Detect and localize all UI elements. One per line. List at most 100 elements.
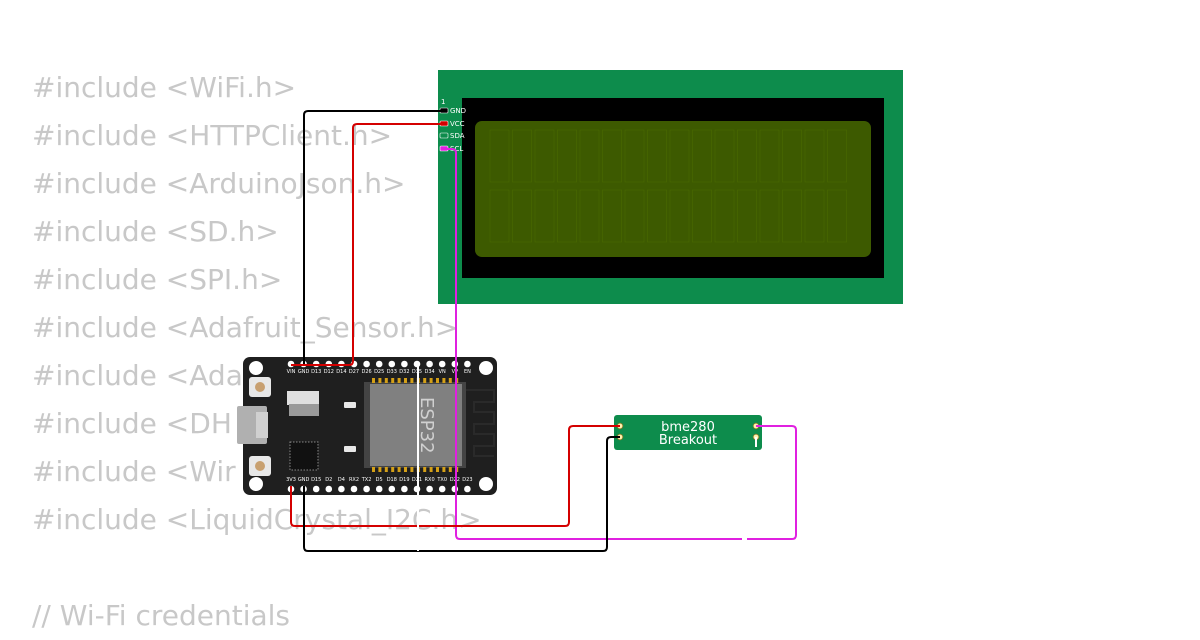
esp32-pin-d34[interactable] [426,360,433,368]
esp32-pin-d23[interactable] [464,485,471,493]
wires[interactable] [290,110,797,552]
castellation-pad [391,378,395,383]
lcd-char-cell [602,189,622,243]
wire-vcc-bme280[interactable] [290,425,620,527]
lcd-char-cell [692,189,712,243]
esp32-pin-d22[interactable] [451,485,459,493]
lcd-char-cell [804,189,825,243]
lcd-char-cell [579,189,600,243]
castellation-pad [404,467,407,472]
esp32-pin-d19[interactable] [401,485,408,493]
esp32-pin-label: EN [464,369,471,375]
module-castellations [372,378,459,472]
castellation-pad [378,378,382,383]
lcd-char-cell [669,189,690,243]
wire-scl-lcd[interactable] [444,148,797,540]
bme280-breakout[interactable]: bme280 Breakout [614,415,762,450]
lcd-char-cell [647,189,667,243]
wire-gnd-bme280[interactable] [303,436,620,552]
esp32-pin-label: D22 [450,477,460,483]
lcd-pin-1-label: 1 [441,98,445,106]
esp32-pin-label: RX2 [349,477,359,483]
lcd-char-cell [782,189,802,243]
code-line: #include <WiFi.h> [32,71,297,104]
esp32-pin-label: VN [439,369,446,375]
lcd-char-cell [827,189,847,243]
bme280-pcb [614,415,762,450]
lcd-char-cell [737,189,757,243]
wire-vcc-lcd[interactable] [291,123,444,366]
lcd-pin-label-gnd: GND [450,107,466,115]
lcd-module[interactable]: 1 GND VCC SDA SCL [438,70,903,304]
lcd-char-cell [827,129,847,183]
lcd-char-cell [669,129,690,183]
lcd-char-cell [534,189,555,243]
castellation-pad [384,467,388,472]
lcd-character-grid [489,129,847,243]
code-line: #include <Adafruit_Sensor.h> [32,311,459,344]
lcd-char-cell [557,189,577,243]
code-line: #include <ArduinoJson.h> [32,167,406,200]
code-line: #include <Wir [32,455,236,488]
castellation-pad [391,467,395,472]
esp32-pin-label: D13 [311,369,321,375]
smd-component [344,402,356,408]
castellation-pad [442,467,446,472]
esp32-pin-label: D5 [376,477,383,483]
castellation-pad [436,378,439,383]
esp32-pin-vn[interactable] [438,360,446,368]
lcd-char-cell [489,189,510,243]
lcd-pin-sda[interactable] [439,132,449,139]
castellation-pad [423,378,427,383]
esp32-pin-label: D23 [462,477,472,483]
code-line: #include <LiquidCrystal_I2C.h> [32,503,482,536]
esp32-pin-label: RX0 [425,477,435,483]
esp32-pin-tx0[interactable] [438,485,446,493]
esp32-pin-d2[interactable] [325,485,333,493]
esp32-pin-d25[interactable] [375,360,383,368]
esp32-pin-label: D19 [399,477,409,483]
esp32-pin-en[interactable] [464,360,471,368]
esp32-pin-rx2[interactable] [350,485,358,493]
usb-uart-chip [289,441,319,471]
esp32-mount-hole [249,477,263,491]
esp32-pin-rx0[interactable] [426,485,433,493]
lcd-char-cell [512,129,532,183]
esp32-pin-label: D18 [387,477,397,483]
esp32-pin-d15[interactable] [312,485,320,493]
castellation-pad [372,467,375,472]
lcd-pin-label-sda: SDA [450,132,465,140]
esp32-pin-label: 3V3 [286,477,296,483]
castellation-pad [423,467,427,472]
esp32-pin-d26[interactable] [363,360,370,368]
esp32-pin-label: VIN [287,369,296,375]
bme280-label-line2: Breakout [659,433,717,448]
boot-button[interactable] [249,377,271,397]
wire-gnd-lcd[interactable] [303,110,444,365]
esp32-pin-label: VP [452,369,458,375]
lcd-char-cell [489,129,510,183]
esp32-pin-d5[interactable] [375,485,383,493]
lcd-pin-label-scl: SCL [450,145,463,153]
lcd-pin-label-vcc: VCC [450,120,465,128]
lcd-char-cell [534,129,555,183]
esp32-pin-d4[interactable] [338,485,345,493]
lcd-char-cell [714,129,735,183]
pcb-antenna [466,389,495,457]
code-line: // Wi-Fi credentials [32,599,291,632]
lcd-char-cell [759,189,780,243]
lcd-char-cell [557,129,577,183]
esp32-pin-d33[interactable] [388,360,396,368]
esp32-pin-vp[interactable] [451,360,459,368]
esp32-pin-d32[interactable] [401,360,408,368]
voltage-regulator [287,391,319,416]
lcd-char-cell [759,129,780,183]
code-line: #include <Ada [32,359,243,392]
reset-button[interactable] [249,456,271,476]
esp32-pin-d18[interactable] [388,485,396,493]
esp32-pin-tx2[interactable] [363,485,370,493]
lcd-char-cell [647,129,667,183]
code-line: #include <DH [32,407,232,440]
